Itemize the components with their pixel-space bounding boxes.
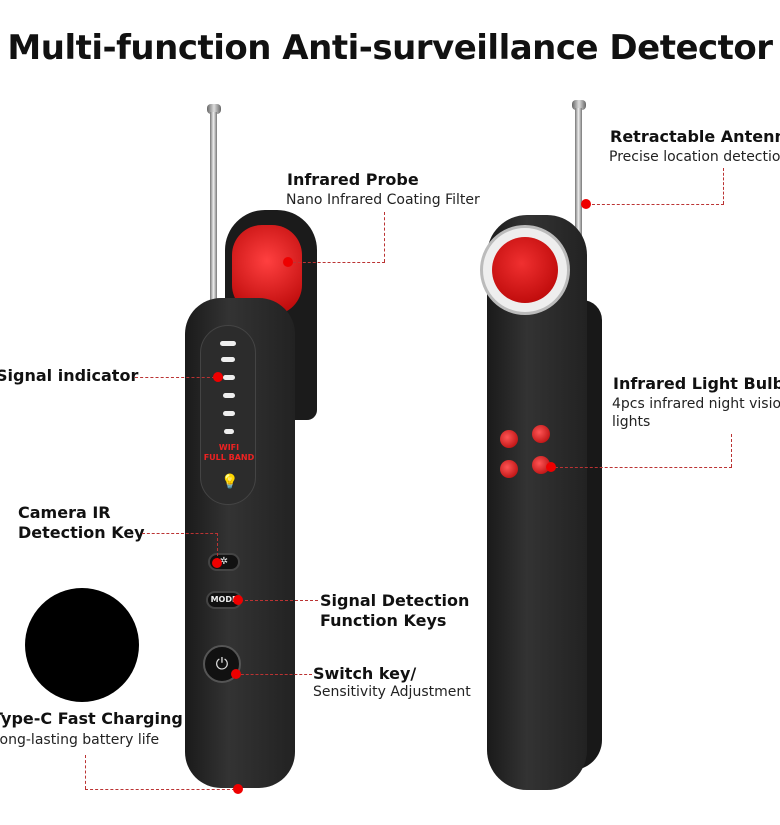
signal-detection-title-2: Function Keys (320, 611, 447, 630)
antenna (575, 108, 582, 258)
type-c-title: Type-C Fast Charging (0, 709, 183, 728)
type-c-desc: Long-lasting battery life (0, 732, 160, 748)
infrared-lens (492, 237, 558, 303)
ir-led (532, 425, 550, 443)
lightbulb-icon: 💡 (221, 474, 239, 490)
panel-text-wifi: WIFI (218, 443, 240, 452)
infrared-probe-title: Infrared Probe (287, 170, 419, 189)
type-c-port-zoom (25, 588, 139, 702)
signal-indicator-title: Signal indicator (0, 366, 139, 385)
infrared-probe-desc: Nano Infrared Coating Filter (286, 192, 480, 208)
power-button[interactable]: ⏻ (203, 645, 241, 683)
ir-led (500, 460, 518, 478)
antenna-title: Retractable Antenna (610, 127, 780, 146)
ir-bulb-desc-2: lights (612, 414, 651, 430)
camera-ir-title-2: Detection Key (18, 523, 145, 542)
antenna-tip (572, 100, 586, 110)
indicator-panel: WIFI FULL BAND 💡 (200, 325, 256, 505)
ir-bulb-desc-1: 4pcs infrared night vision (612, 396, 780, 412)
signal-led (221, 357, 235, 362)
ir-led (500, 430, 518, 448)
page-title: Multi-function Anti-surveillance Detecto… (7, 28, 773, 68)
switch-key-desc: Sensitivity Adjustment (313, 684, 471, 700)
signal-led (224, 429, 234, 434)
signal-led (223, 393, 235, 398)
signal-detection-title-1: Signal Detection (320, 591, 470, 610)
signal-led (220, 341, 236, 346)
antenna (210, 112, 217, 312)
switch-key-title: Switch key/ (313, 664, 417, 683)
signal-led (223, 411, 235, 416)
ir-bulb-title: Infrared Light Bulb (613, 374, 780, 393)
ir-led (532, 456, 550, 474)
antenna-tip (207, 104, 221, 114)
camera-ir-title-1: Camera IR (18, 503, 111, 522)
panel-text-fullband: FULL BAND (203, 453, 255, 462)
signal-led (223, 375, 235, 380)
antenna-desc: Precise location detection (609, 149, 780, 165)
